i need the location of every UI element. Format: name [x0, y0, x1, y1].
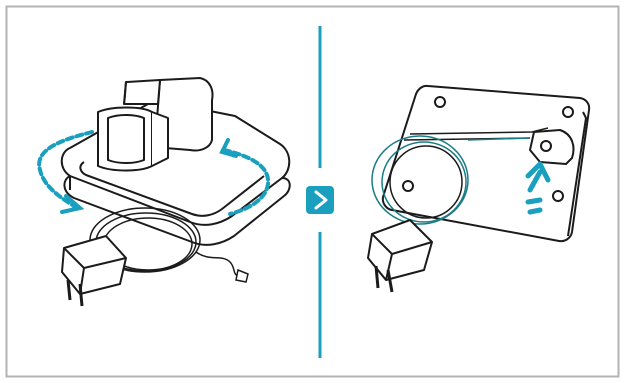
step-1-illustration [37, 77, 291, 307]
next-step-play-icon [306, 186, 334, 214]
rotate-arrows-icon [37, 130, 271, 216]
power-adapter-icon [61, 235, 127, 307]
power-adapter-icon-2 [367, 219, 433, 293]
step-2-illustration [367, 84, 591, 293]
cable-coil-teal-icon [371, 135, 531, 225]
up-arrow-icon [525, 161, 551, 215]
charging-base-icon [60, 77, 291, 246]
step-divider [306, 26, 334, 358]
